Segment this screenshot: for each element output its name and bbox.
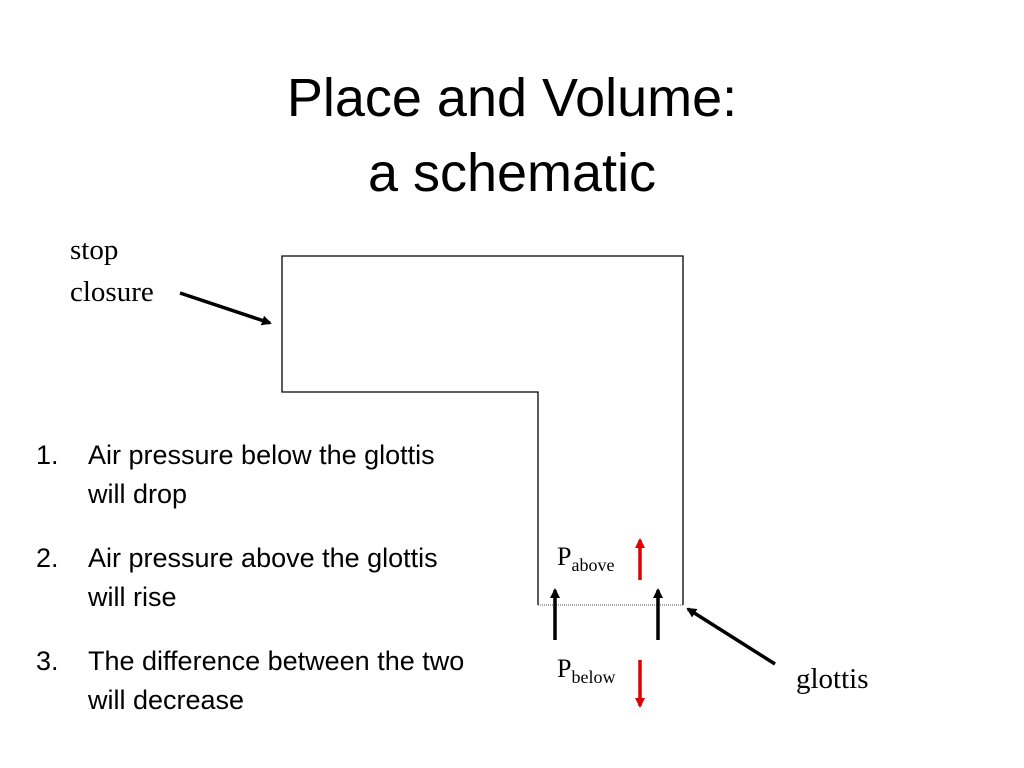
vocal-tract-outline [281,255,684,605]
stop-closure-pointer-arrow [179,291,272,326]
list-item-number: 2. [36,543,59,573]
pressure-below-label: Pbelow [557,654,616,687]
list-item: 3. The difference between the two will de… [36,642,466,720]
list-item-text: The difference between the two will decr… [88,646,465,715]
pressure-above-symbol: P [557,542,572,571]
list-item-text: Air pressure above the glottis will rise [88,543,438,612]
slide-title: Place and Volume: [286,68,738,128]
stop-label: stop [70,234,119,266]
pressure-above-label: Pabove [557,542,615,575]
list-item-number: 1. [36,440,59,470]
pressure-below-subscript: below [571,667,616,687]
slide-subtitle: a schematic [367,143,657,203]
pressure-below-symbol: P [557,654,572,683]
list-item-number: 3. [36,646,59,676]
list-item: 1. Air pressure below the glottis will dr… [36,436,466,514]
closure-label: closure [70,276,154,308]
effects-list: 1. Air pressure below the glottis will dr… [36,436,466,745]
list-item-text: Air pressure below the glottis will drop [88,440,435,509]
pressure-above-subscript: above [571,555,615,575]
glottis-pointer-arrow [686,607,776,666]
glottis-label: glottis [796,663,869,695]
list-item: 2. Air pressure above the glottis will ri… [36,539,466,617]
